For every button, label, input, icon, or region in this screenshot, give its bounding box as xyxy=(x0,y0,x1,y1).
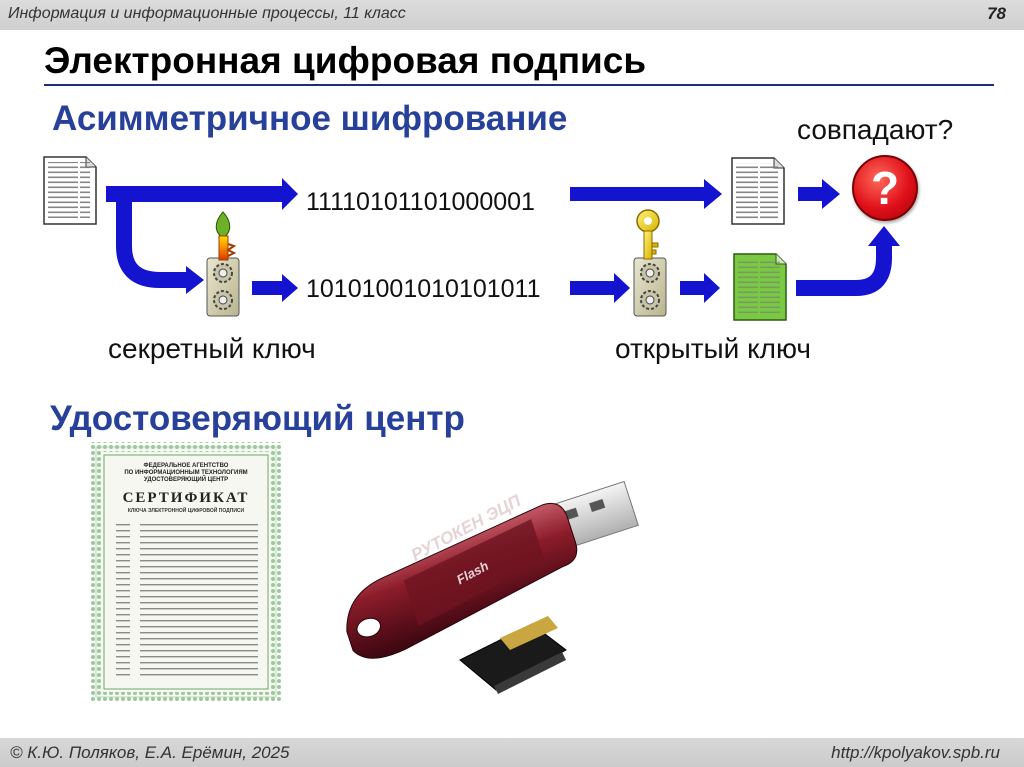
secret-key-label: секретный ключ xyxy=(108,333,316,364)
section-asymmetric-encryption: Асимметричное шифрование xyxy=(52,99,568,138)
certificate-document xyxy=(91,442,281,702)
document-received-icon xyxy=(731,157,785,225)
course-title: Информация и информационные процессы, 11… xyxy=(8,5,406,22)
slide-title: Электронная цифровая подпись xyxy=(44,40,647,81)
gear-box-public-icon xyxy=(633,257,667,317)
section-certificate-authority: Удостоверяющий центр xyxy=(50,399,465,438)
document-decrypted-icon xyxy=(733,253,787,321)
arrow-signature-to-public-lock xyxy=(570,273,630,303)
certificate-heading: СЕРТИФИКАТ xyxy=(122,490,250,506)
footer-bar xyxy=(0,738,1024,767)
arrow-received-to-compare xyxy=(798,179,840,209)
arrow-secret-to-signature xyxy=(252,274,298,302)
gear-box-secret-icon xyxy=(206,257,240,317)
arrow-compare-head xyxy=(868,226,900,246)
certificate-subheading: КЛЮЧА ЭЛЕКТРОННОЙ ЦИФРОВОЙ ПОДПИСИ xyxy=(127,508,245,514)
title-underline xyxy=(44,84,994,86)
certificate-line3: УДОСТОВЕРЯЮЩИЙ ЦЕНТР xyxy=(143,477,229,483)
document-original-icon xyxy=(43,156,97,225)
arrow-hash-to-received-doc xyxy=(570,179,722,209)
question-badge-icon: ? xyxy=(852,155,918,221)
certificate-line1: ФЕДЕРАЛЬНОЕ АГЕНТСТВО xyxy=(143,463,229,469)
public-key-label: открытый ключ xyxy=(615,333,811,364)
certificate-line2: ПО ИНФОРМАЦИОННЫМ ТЕХНОЛОГИЯМ xyxy=(124,470,248,476)
arrow-decrypted-to-compare xyxy=(796,244,892,296)
arrow-doc-to-hash xyxy=(106,178,298,210)
signature-bits: 10101001010101011 xyxy=(306,275,541,303)
header-bar xyxy=(0,0,1024,30)
arrow-branch-to-secret-lock xyxy=(116,200,188,288)
footer-authors: © К.Ю. Поляков, Е.А. Ерёмин, 2025 xyxy=(10,743,290,762)
match-question-label: совпадают? xyxy=(797,114,954,145)
secret-key-icon xyxy=(215,211,237,261)
hash-bits: 11110101101000001 xyxy=(306,188,535,216)
footer-url[interactable]: http://kpolyakov.spb.ru xyxy=(831,743,1000,762)
usb-token xyxy=(346,480,639,659)
arrow-public-to-decrypted-doc xyxy=(680,273,720,303)
page-number: 78 xyxy=(987,4,1006,23)
public-key-icon xyxy=(636,209,660,260)
certificate-header-text: ФЕДЕРАЛЬНОЕ АГЕНТСТВО ПО ИНФОРМАЦИОННЫМ … xyxy=(108,463,264,484)
sd-card xyxy=(459,616,567,694)
arrow-branch-head xyxy=(186,266,204,294)
